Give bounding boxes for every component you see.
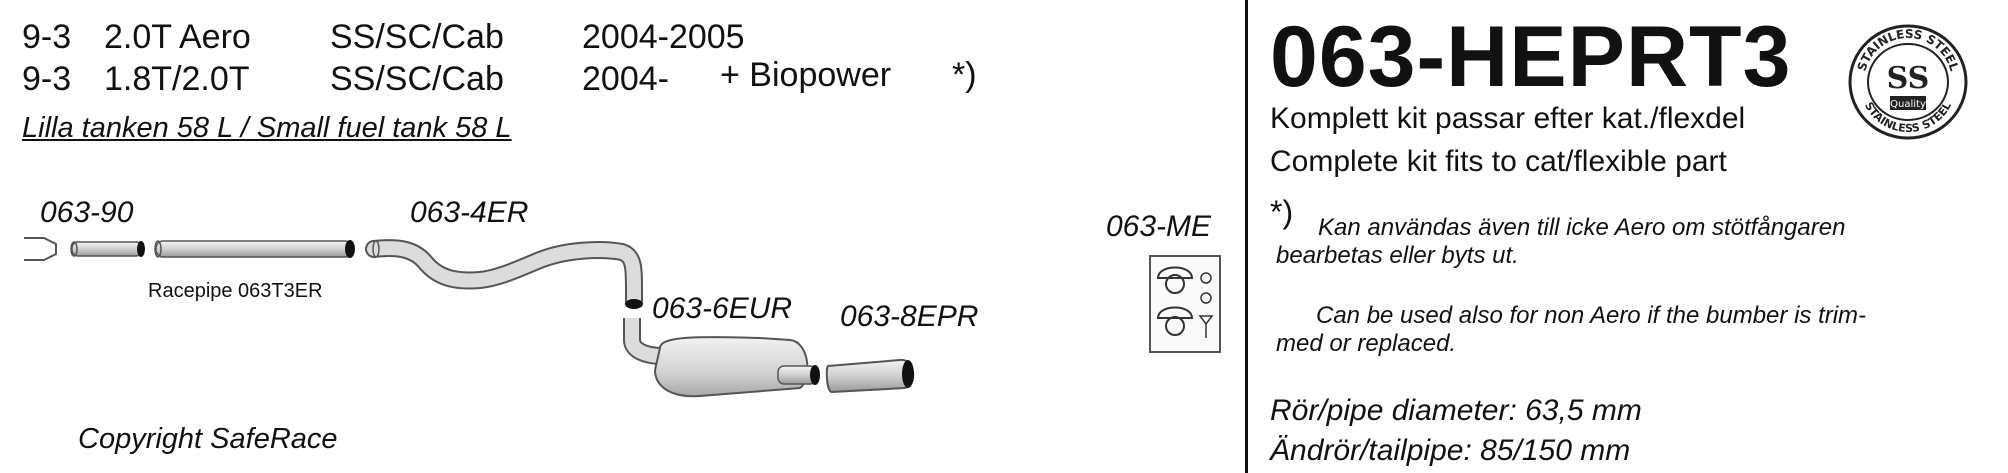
kit-desc-sv: Komplett kit passar efter kat./flexdel bbox=[1270, 102, 1746, 135]
model-2-body: SS/SC/Cab bbox=[330, 60, 504, 98]
model-2-extra: + Biopower bbox=[720, 56, 892, 94]
kit-note-mark: *) bbox=[1270, 194, 1294, 230]
part-label-063-8EPR: 063-8EPR bbox=[840, 300, 979, 333]
badge-sub-text: Quality bbox=[1890, 99, 1926, 110]
racepipe-label: Racepipe 063T3ER bbox=[148, 280, 323, 302]
kit-desc-en: Complete kit fits to cat/flexible part bbox=[1270, 145, 1727, 178]
model-1-model: 9-3 bbox=[22, 18, 72, 56]
part-063-8EPR-drawing bbox=[825, 358, 915, 394]
model-2-note-mark: *) bbox=[952, 56, 977, 94]
tailpipe-size: Ändrör/tailpipe: 85/150 mm bbox=[1270, 434, 1631, 467]
tank-note: Lilla tanken 58 L / Small fuel tank 58 L bbox=[22, 112, 512, 144]
part-063-4ER-drawing bbox=[365, 239, 643, 309]
model-line-1: 9-3 bbox=[22, 20, 71, 54]
exhaust-diagram bbox=[24, 237, 1221, 398]
model-2-engine: 1.8T/2.0T bbox=[104, 60, 250, 98]
model-1-engine: 2.0T Aero bbox=[104, 18, 251, 56]
part-label-063-ME: 063-ME bbox=[1106, 210, 1212, 243]
model-1-years: 2004-2005 bbox=[582, 18, 745, 56]
kit-note-sv-2: bearbetas eller byts ut. bbox=[1276, 242, 1519, 269]
racepipe-drawing bbox=[154, 240, 355, 258]
model-2-years: 2004- bbox=[582, 60, 669, 98]
kit-note-en-1: Can be used also for non Aero if the bum… bbox=[1316, 302, 1867, 329]
part-063-6EUR-drawing bbox=[623, 318, 820, 398]
part-label-063-90: 063-90 bbox=[40, 196, 134, 229]
part-063-90-drawing bbox=[24, 237, 145, 261]
pipe-diameter: Rör/pipe diameter: 63,5 mm bbox=[1270, 394, 1642, 427]
stainless-steel-badge: STAINLESS STEEL STAINLESS STEEL SS Quali… bbox=[1848, 24, 1968, 140]
part-label-063-6EUR: 063-6EUR bbox=[652, 292, 793, 325]
part-label-063-4ER: 063-4ER bbox=[410, 196, 529, 229]
model-2-model: 9-3 bbox=[22, 60, 72, 98]
section-divider bbox=[1245, 0, 1248, 473]
kit-note-en-2: med or replaced. bbox=[1276, 330, 1457, 357]
badge-center-text: SS bbox=[1887, 61, 1930, 96]
model-1-body: SS/SC/Cab bbox=[330, 18, 504, 56]
kit-note-sv-1: Kan användas även till icke Aero om stöt… bbox=[1318, 214, 1846, 241]
part-063-ME-drawing bbox=[1149, 255, 1221, 353]
kit-code: 063-HEPRT3 bbox=[1270, 9, 1792, 105]
copyright-text: Copyright SafeRace bbox=[78, 423, 338, 455]
